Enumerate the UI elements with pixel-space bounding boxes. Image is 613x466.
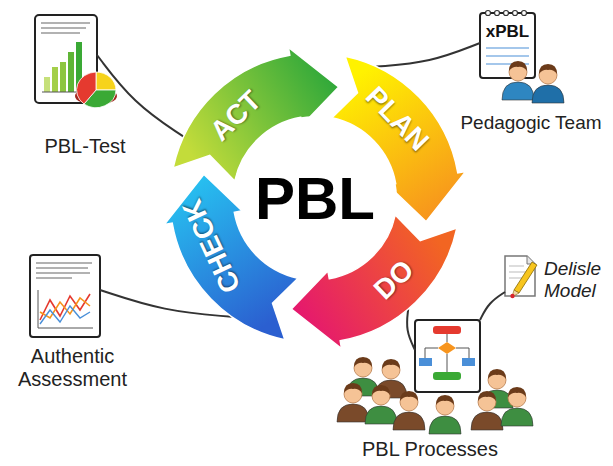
model-item: Delisle Model (500, 250, 610, 312)
hub-label: PBL (255, 164, 375, 233)
chart-document-icon (35, 15, 117, 108)
item-label: xPBL (480, 22, 535, 42)
item-label: PBL-Test (15, 135, 155, 158)
pencil-document-icon (505, 256, 537, 298)
item-label: Delisle Model (544, 258, 606, 302)
flowchart-document-icon (415, 320, 480, 392)
leader-line (407, 309, 415, 350)
item-label: PBL Processes (335, 438, 525, 461)
line-chart-document-icon (30, 255, 100, 337)
item-label: Authentic Assessment (5, 345, 140, 391)
leader-line (376, 43, 480, 67)
test-item: PBL-Test (15, 10, 155, 160)
arrow-body (164, 174, 298, 339)
leader-line (97, 55, 184, 137)
team-item: xPBL Pedagogic Team (455, 8, 607, 136)
process-people (337, 357, 533, 434)
team-people (502, 61, 564, 103)
leader-line (480, 292, 505, 320)
assessment-item: Authentic Assessment (5, 250, 140, 400)
item-label: Pedagogic Team (455, 112, 607, 134)
process-item: PBL Processes (335, 310, 525, 463)
notebook-icon (480, 11, 535, 79)
arrow-body (291, 215, 456, 349)
center-hub: PBL (233, 116, 397, 280)
